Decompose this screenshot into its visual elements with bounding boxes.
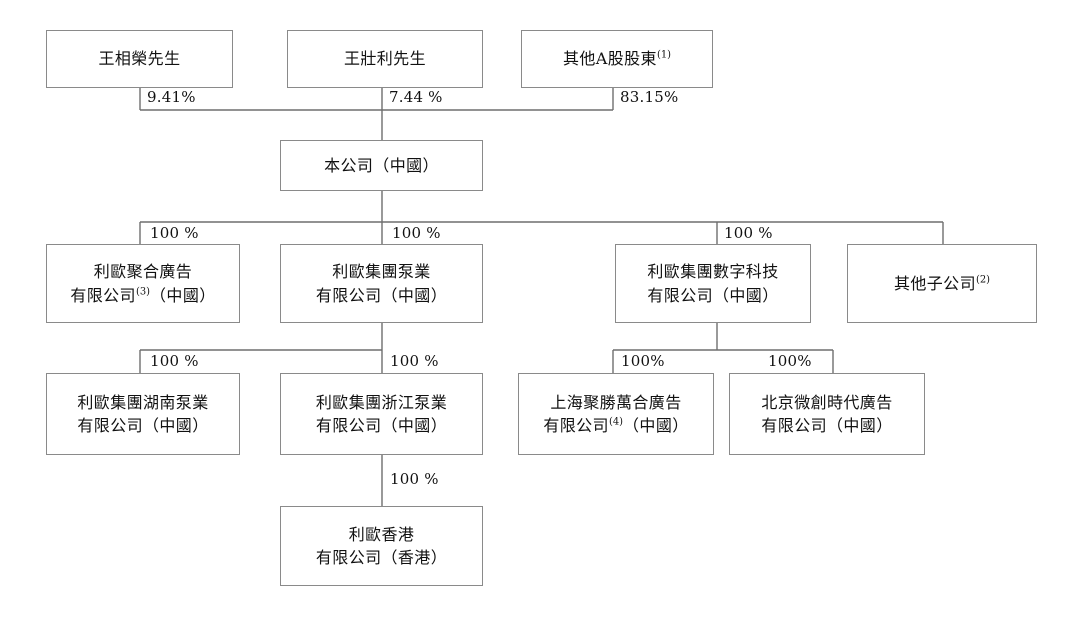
node-other-subsidiaries[interactable]: 其他子公司(2): [847, 244, 1037, 323]
node-label-text: 其他A股股東: [562, 49, 657, 69]
node-zhejiang-pump[interactable]: 利歐集團浙江泵業 有限公司（中國）: [280, 373, 483, 455]
edge-label-wang-xiangrong-to-company: 9.41%: [147, 88, 196, 106]
node-label-line2: 有限公司(4)（中國）: [543, 414, 688, 437]
edge-label-other-a-to-company: 83.15%: [620, 88, 679, 106]
footnote-marker: (4): [608, 416, 624, 428]
node-group-pump[interactable]: 利歐集團泵業 有限公司（中國）: [280, 244, 483, 323]
node-label-line1: 上海聚勝萬合廣告: [550, 392, 682, 412]
node-shanghai-jusheng[interactable]: 上海聚勝萬合廣告 有限公司(4)（中國）: [518, 373, 714, 455]
node-label-text: 有限公司: [70, 285, 136, 305]
node-company[interactable]: 本公司（中國）: [280, 140, 483, 191]
node-label-region: （中國）: [623, 416, 689, 435]
node-label-line2: 有限公司(3)（中國）: [70, 284, 215, 307]
node-hongkong[interactable]: 利歐香港 有限公司（香港）: [280, 506, 483, 586]
node-juhe-advertising[interactable]: 利歐聚合廣告 有限公司(3)（中國）: [46, 244, 240, 323]
edge-label-company-to-juhe: 100 %: [150, 224, 199, 242]
edge-label-company-to-group-pump: 100 %: [392, 224, 441, 242]
node-label-line2: 有限公司（中國）: [315, 285, 448, 305]
edge-label-wang-zhuangli-to-company: 7.44 %: [389, 88, 443, 106]
node-label-line1: 其他子公司(2): [894, 272, 990, 295]
edge-label-digital-to-beijing: 100%: [768, 352, 812, 370]
node-label-line2: 有限公司（香港）: [315, 548, 448, 567]
node-label-line2: 有限公司（中國）: [761, 416, 893, 435]
node-digital-technology[interactable]: 利歐集團數字科技 有限公司（中國）: [615, 244, 811, 323]
node-label-line1: 利歐聚合廣告: [93, 262, 193, 282]
node-label-text: 有限公司: [543, 416, 609, 435]
node-label-line1: 利歐集團湖南泵業: [77, 392, 209, 412]
node-label-line1: 利歐香港: [348, 524, 415, 544]
edge-label-group-pump-to-hunan: 100 %: [150, 352, 199, 370]
edge-label-company-to-digital: 100 %: [724, 224, 773, 242]
node-label-line1: 王相榮先生: [98, 49, 181, 69]
node-label-line1: 本公司（中國）: [324, 155, 439, 175]
edge-label-zhejiang-to-hongkong: 100 %: [390, 470, 439, 488]
footnote-marker: (2): [975, 274, 991, 286]
node-label-line1: 利歐集團泵業: [332, 262, 431, 282]
node-label-line2: 有限公司（中國）: [647, 285, 779, 305]
footnote-marker: (1): [656, 50, 671, 62]
footnote-marker: (3): [135, 286, 151, 298]
node-label-text: 其他子公司: [893, 273, 976, 293]
node-hunan-pump[interactable]: 利歐集團湖南泵業 有限公司（中國）: [46, 373, 240, 455]
node-label-line1: 其他A股股東(1): [563, 47, 671, 70]
node-shareholder-wang-xiangrong[interactable]: 王相榮先生: [46, 30, 233, 88]
edge-label-digital-to-shanghai: 100%: [621, 352, 665, 370]
node-label-line1: 利歐集團數字科技: [647, 262, 779, 282]
node-beijing-weichuang[interactable]: 北京微創時代廣告 有限公司（中國）: [729, 373, 925, 455]
node-label-line1: 王壯利先生: [343, 49, 426, 69]
node-label-region: （中國）: [150, 285, 216, 305]
node-shareholder-other-a-shares[interactable]: 其他A股股東(1): [521, 30, 713, 88]
node-label-line1: 利歐集團浙江泵業: [315, 392, 448, 412]
node-shareholder-wang-zhuangli[interactable]: 王壯利先生: [287, 30, 483, 88]
node-label-line1: 北京微創時代廣告: [761, 392, 893, 412]
edge-label-group-pump-to-zhejiang: 100 %: [390, 352, 439, 370]
node-label-line2: 有限公司（中國）: [315, 416, 448, 435]
node-label-line2: 有限公司（中國）: [77, 416, 209, 435]
